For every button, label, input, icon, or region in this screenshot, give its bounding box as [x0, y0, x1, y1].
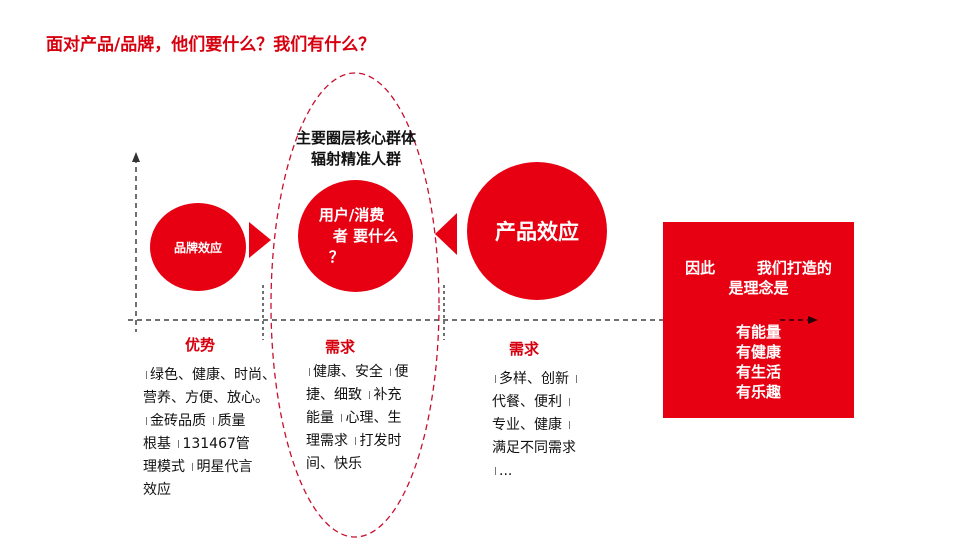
user-needs-line: 间、快乐 — [306, 456, 362, 472]
ring-label-line1: 主要圈层核心群体 — [295, 129, 416, 147]
conclusion-item: 有乐趣 — [735, 383, 781, 401]
conclusion-head-line2: 是理念是 — [728, 279, 789, 297]
user-needs-line: 理需求 — [306, 433, 348, 449]
product-needs-title: 需求 — [509, 340, 540, 358]
advantage-line: 根基 — [143, 436, 171, 452]
advantage-line: 绿色、健康、时尚、 — [150, 367, 276, 383]
brand-effect-circle: 品牌效应 — [150, 203, 246, 291]
arrow-right-icon — [249, 222, 271, 258]
user-needs-line: 补充 — [373, 387, 402, 403]
advantage-line: 效应 — [143, 482, 171, 498]
box-arrow — [780, 316, 818, 324]
product-effect-circle: 产品效应 — [467, 162, 607, 300]
advantage-line: 131467管 — [182, 436, 250, 452]
page-title: 面对产品/品牌，他们要什么？我们有什么？ — [46, 35, 376, 55]
ring-label-line2: 辐射精准人群 — [310, 150, 401, 168]
product-needs-line: 专业、健康 — [492, 417, 562, 433]
advantage-line: 明星代言 — [196, 459, 253, 475]
core-group-ellipse — [270, 72, 440, 538]
product-needs-line: 多样、创新 — [499, 371, 569, 387]
user-needs-line: 能量 — [306, 410, 334, 426]
advantage-line: 质量 — [217, 413, 246, 429]
advantage-line: 营养、方便、放心。 — [143, 390, 269, 406]
product-effect-label: 产品效应 — [495, 220, 579, 244]
user-needs-line: 便 — [394, 364, 409, 380]
user-needs-line3: ？ — [328, 247, 344, 266]
product-needs-line: 代餐、便利 — [492, 394, 562, 410]
user-needs-line1: 用户/消费 — [318, 205, 385, 224]
conclusion-item: 有生活 — [735, 363, 781, 381]
advantage-line: 理模式 — [143, 459, 185, 475]
user-needs-circle: 用户/消费 者 要什么 ？ — [298, 180, 413, 292]
conclusion-list: 有能量 有健康 有生活 有乐趣 — [663, 322, 854, 402]
advantage-text: 绿色、健康、时尚、 营养、方便、放心。 金砖品质 质量 根基 131467管 理… — [143, 364, 283, 502]
conclusion-box: 因此 我们打造的 是理念是 有能量 有健康 有生活 有乐趣 — [663, 222, 854, 418]
user-needs-line2: 者 要什么 — [332, 226, 399, 245]
arrow-left-icon — [435, 213, 457, 255]
brand-effect-label: 品牌效应 — [173, 240, 222, 255]
user-needs-line: 打发时 — [359, 433, 402, 449]
product-needs-text: 多样、创新 代餐、便利 专业、健康 满足不同需求 ... — [492, 368, 612, 483]
user-needs-line: 心理、生 — [345, 410, 402, 426]
conclusion-item: 有能量 — [735, 323, 781, 341]
user-needs-line: 捷、细致 — [306, 387, 362, 403]
user-needs-title: 需求 — [325, 338, 356, 356]
product-needs-line: 满足不同需求 — [492, 440, 576, 456]
advantage-line: 金砖品质 — [150, 413, 206, 429]
ring-label: 主要圈层核心群体 辐射精准人群 — [276, 128, 436, 170]
conclusion-item: 有健康 — [735, 343, 781, 361]
advantage-title: 优势 — [185, 336, 216, 354]
user-needs-text: 健康、安全 便 捷、细致 补充 能量 心理、生 理需求 打发时 间、快乐 — [306, 361, 436, 476]
axis-arrow-up-icon — [132, 152, 140, 162]
user-needs-line: 健康、安全 — [313, 364, 383, 380]
product-needs-line: ... — [499, 463, 513, 479]
conclusion-head-line1: 因此 我们打造的 — [685, 259, 832, 277]
